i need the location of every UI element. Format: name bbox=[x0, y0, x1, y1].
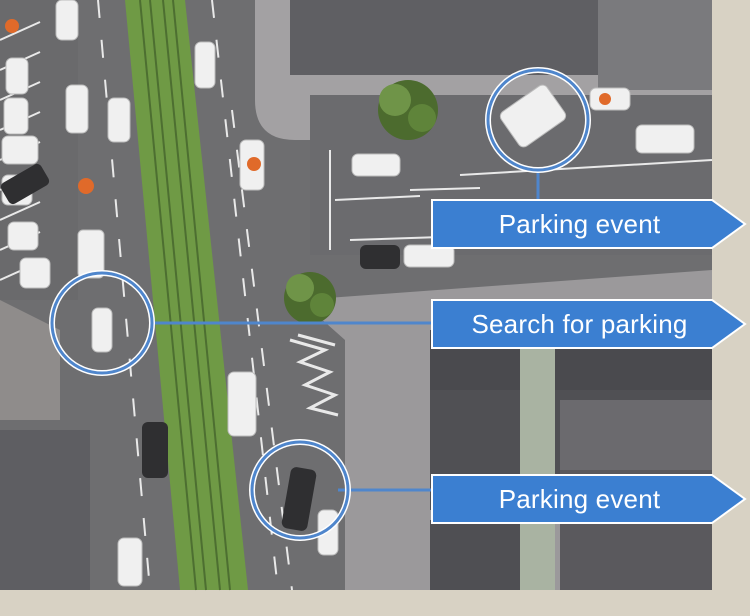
car-icon bbox=[0, 163, 400, 531]
label-arrow-search bbox=[431, 299, 747, 349]
tram-median bbox=[125, 0, 248, 590]
street-map bbox=[0, 0, 713, 591]
car-icon bbox=[1, 0, 695, 587]
callout-ring-search bbox=[49, 270, 155, 376]
label-search-for-parking: Search for parking bbox=[471, 308, 688, 339]
callout-ring-parking-top bbox=[485, 67, 591, 173]
label-parking-event-top: Parking event bbox=[498, 208, 661, 239]
callout-ring-parking-bottom bbox=[249, 439, 351, 541]
label-parking-event-bottom: Parking event bbox=[498, 483, 661, 514]
label-arrow-parking-bottom bbox=[431, 474, 747, 524]
tree-icon bbox=[378, 80, 438, 140]
tree-icon bbox=[284, 272, 336, 324]
label-arrow-parking-top bbox=[431, 199, 747, 249]
callout-connectors bbox=[150, 172, 540, 492]
